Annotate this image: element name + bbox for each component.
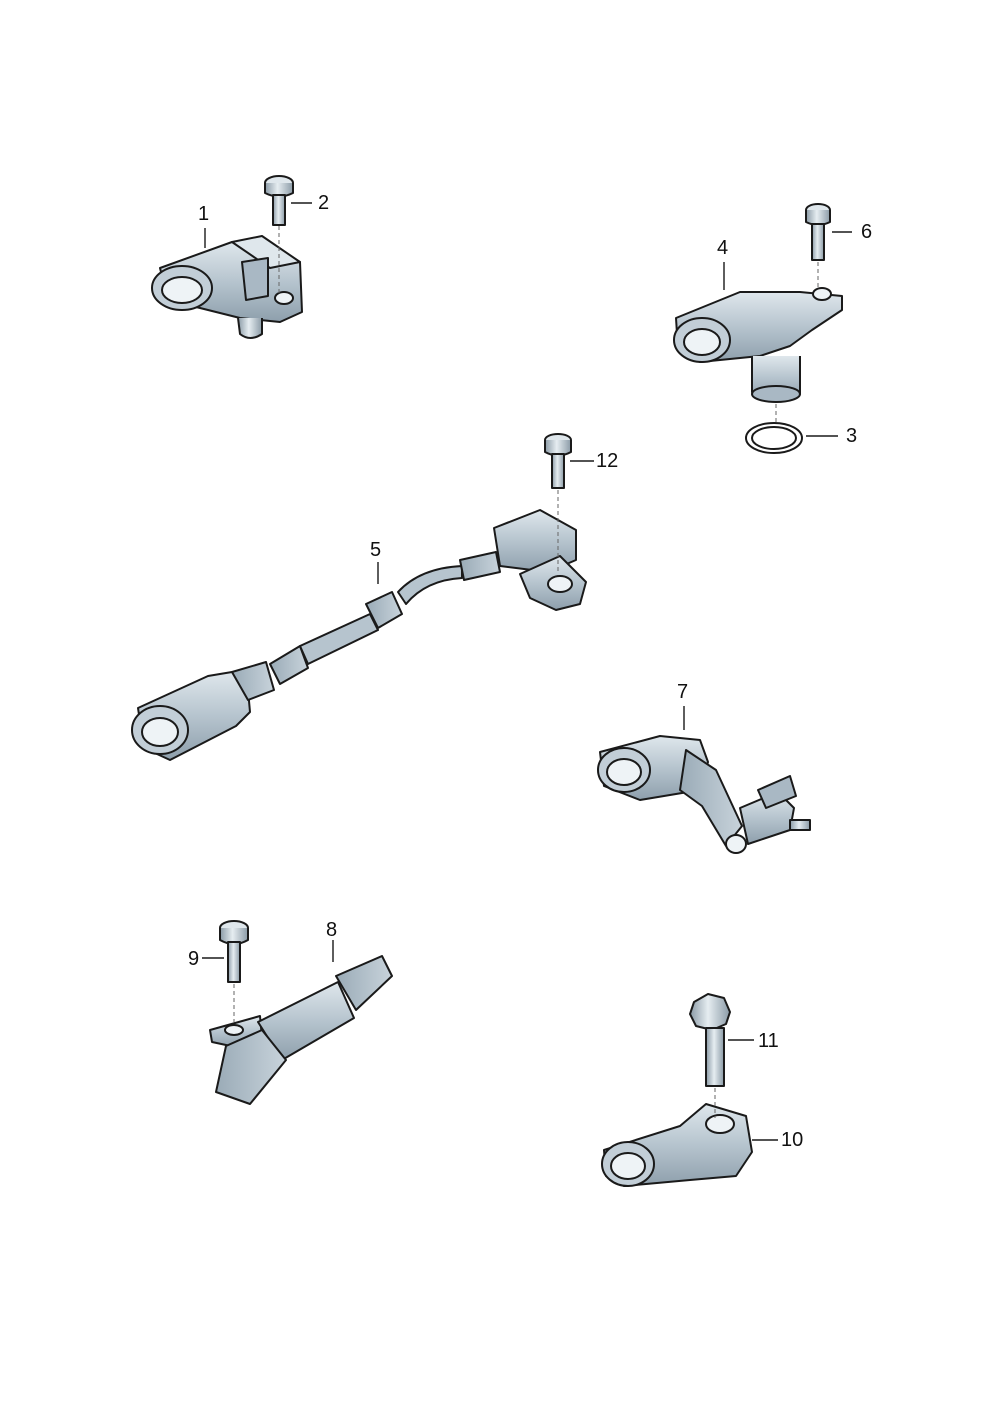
- part-1-sensor: [151, 235, 303, 339]
- callout-2: 2: [318, 192, 330, 214]
- part-5-sensor-with-cable: [131, 509, 587, 761]
- part-11-bolt: [689, 993, 731, 1087]
- part-9-screw: [219, 920, 249, 983]
- part-7-sensor: [597, 735, 811, 854]
- part-2-screw: [264, 175, 294, 226]
- callout-4: 4: [717, 237, 729, 259]
- callout-9: 9: [188, 948, 200, 970]
- callout-3: 3: [846, 425, 858, 447]
- callout-1: 1: [198, 203, 210, 225]
- part-3-o-ring: [745, 422, 803, 454]
- part-4-sensor: [673, 287, 843, 403]
- callout-6: 6: [861, 221, 873, 243]
- part-8-sensor: [209, 955, 393, 1105]
- callout-5: 5: [370, 539, 382, 561]
- part-6-screw: [805, 203, 831, 261]
- part-10-sensor: [601, 1103, 753, 1187]
- callout-7: 7: [677, 681, 689, 703]
- part-12-screw: [544, 433, 572, 489]
- callout-8: 8: [326, 919, 338, 941]
- callout-12: 12: [596, 450, 619, 472]
- callout-10: 10: [781, 1129, 804, 1151]
- callout-11: 11: [758, 1030, 779, 1052]
